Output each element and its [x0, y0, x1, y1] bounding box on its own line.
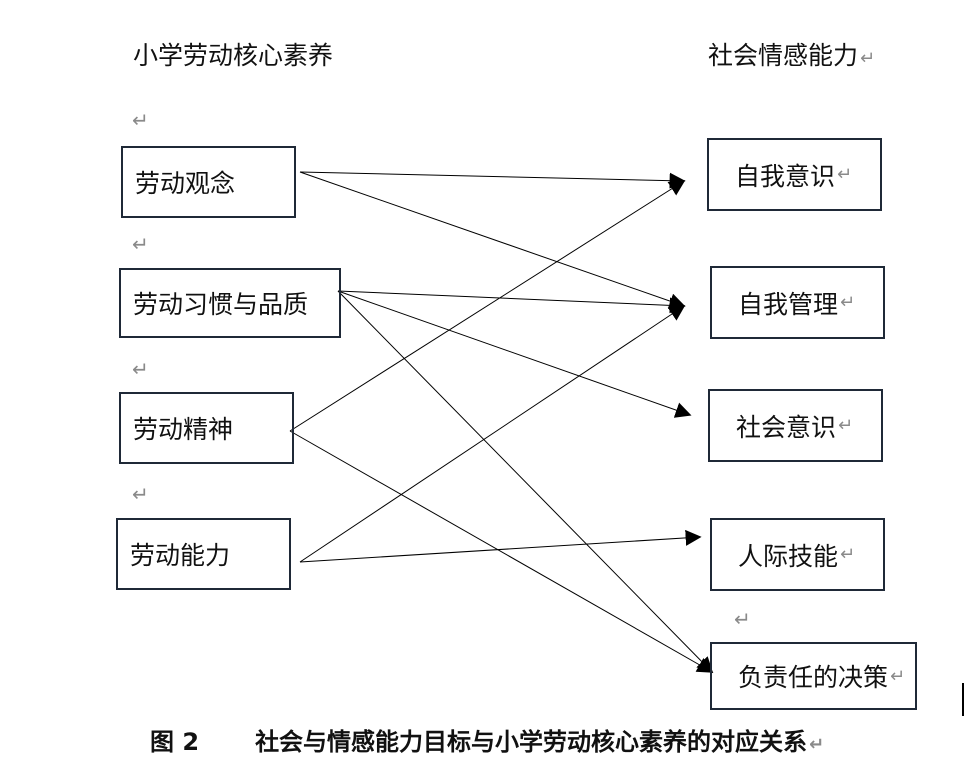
paragraph-mark-icon: ↵ [132, 108, 149, 132]
paragraph-mark-icon: ↵ [840, 544, 856, 565]
node-label: 劳动精神 [133, 415, 234, 444]
node-label: 劳动观念 [135, 169, 236, 198]
node-label: 人际技能 [738, 541, 839, 571]
node-label: 劳动能力 [130, 541, 231, 570]
node-label: 社会意识 [736, 412, 837, 442]
arrow-L3-to-R1 [289, 180, 686, 432]
arrow-L2-to-R3 [337, 290, 692, 418]
paragraph-mark-icon: ↵ [838, 415, 854, 436]
paragraph-mark-icon: ↵ [132, 357, 149, 381]
node-interpersonal-skills: 人际技能↵ [710, 518, 885, 591]
paragraph-mark-icon: ↵ [890, 665, 906, 687]
node-labor-ability: 劳动能力 [116, 518, 291, 590]
left-column-heading: 小学劳动核心素养 [133, 41, 334, 70]
paragraph-mark-icon: ↵ [132, 232, 149, 256]
arrow-L4-to-R4 [299, 529, 702, 563]
node-social-awareness: 社会意识↵ [708, 389, 883, 462]
figure-caption: 图 2 社会与情感能力目标与小学劳动核心素养的对应关系↵ [150, 727, 824, 760]
arrow-L1-to-R2 [299, 171, 686, 309]
paragraph-mark-icon: ↵ [734, 607, 751, 631]
node-label: 负责任的决策 [738, 663, 889, 692]
node-responsible-decision: 负责任的决策↵ [710, 642, 917, 710]
paragraph-mark-icon: ↵ [837, 164, 853, 185]
arrow-L4-to-R2 [299, 305, 686, 563]
node-label: 自我管理 [738, 289, 839, 319]
arrow-L2-to-R2 [337, 290, 686, 314]
cursor-bar [962, 683, 964, 716]
node-self-management: 自我管理↵ [710, 266, 885, 339]
paragraph-mark-icon: ↵ [132, 482, 149, 506]
node-labor-habits: 劳动习惯与品质 [119, 268, 341, 338]
arrow-L2-to-R5 [337, 290, 714, 674]
right-column-heading: 社会情感能力↵ [708, 41, 876, 70]
arrow-L1-to-R1 [299, 171, 686, 189]
node-label: 自我意识 [735, 161, 836, 191]
node-labor-concept: 劳动观念 [121, 146, 296, 218]
paragraph-mark-icon: ↵ [860, 48, 876, 69]
node-self-awareness: 自我意识↵ [707, 138, 882, 211]
figure-caption-text: 社会与情感能力目标与小学劳动核心素养的对应关系 [255, 728, 808, 756]
figure-number: 图 2 [150, 728, 200, 756]
node-labor-spirit: 劳动精神 [119, 392, 294, 464]
paragraph-mark-icon: ↵ [840, 292, 856, 313]
paragraph-mark-icon: ↵ [809, 734, 825, 755]
node-label: 劳动习惯与品质 [133, 290, 309, 319]
arrow-L3-to-R5 [289, 430, 714, 673]
